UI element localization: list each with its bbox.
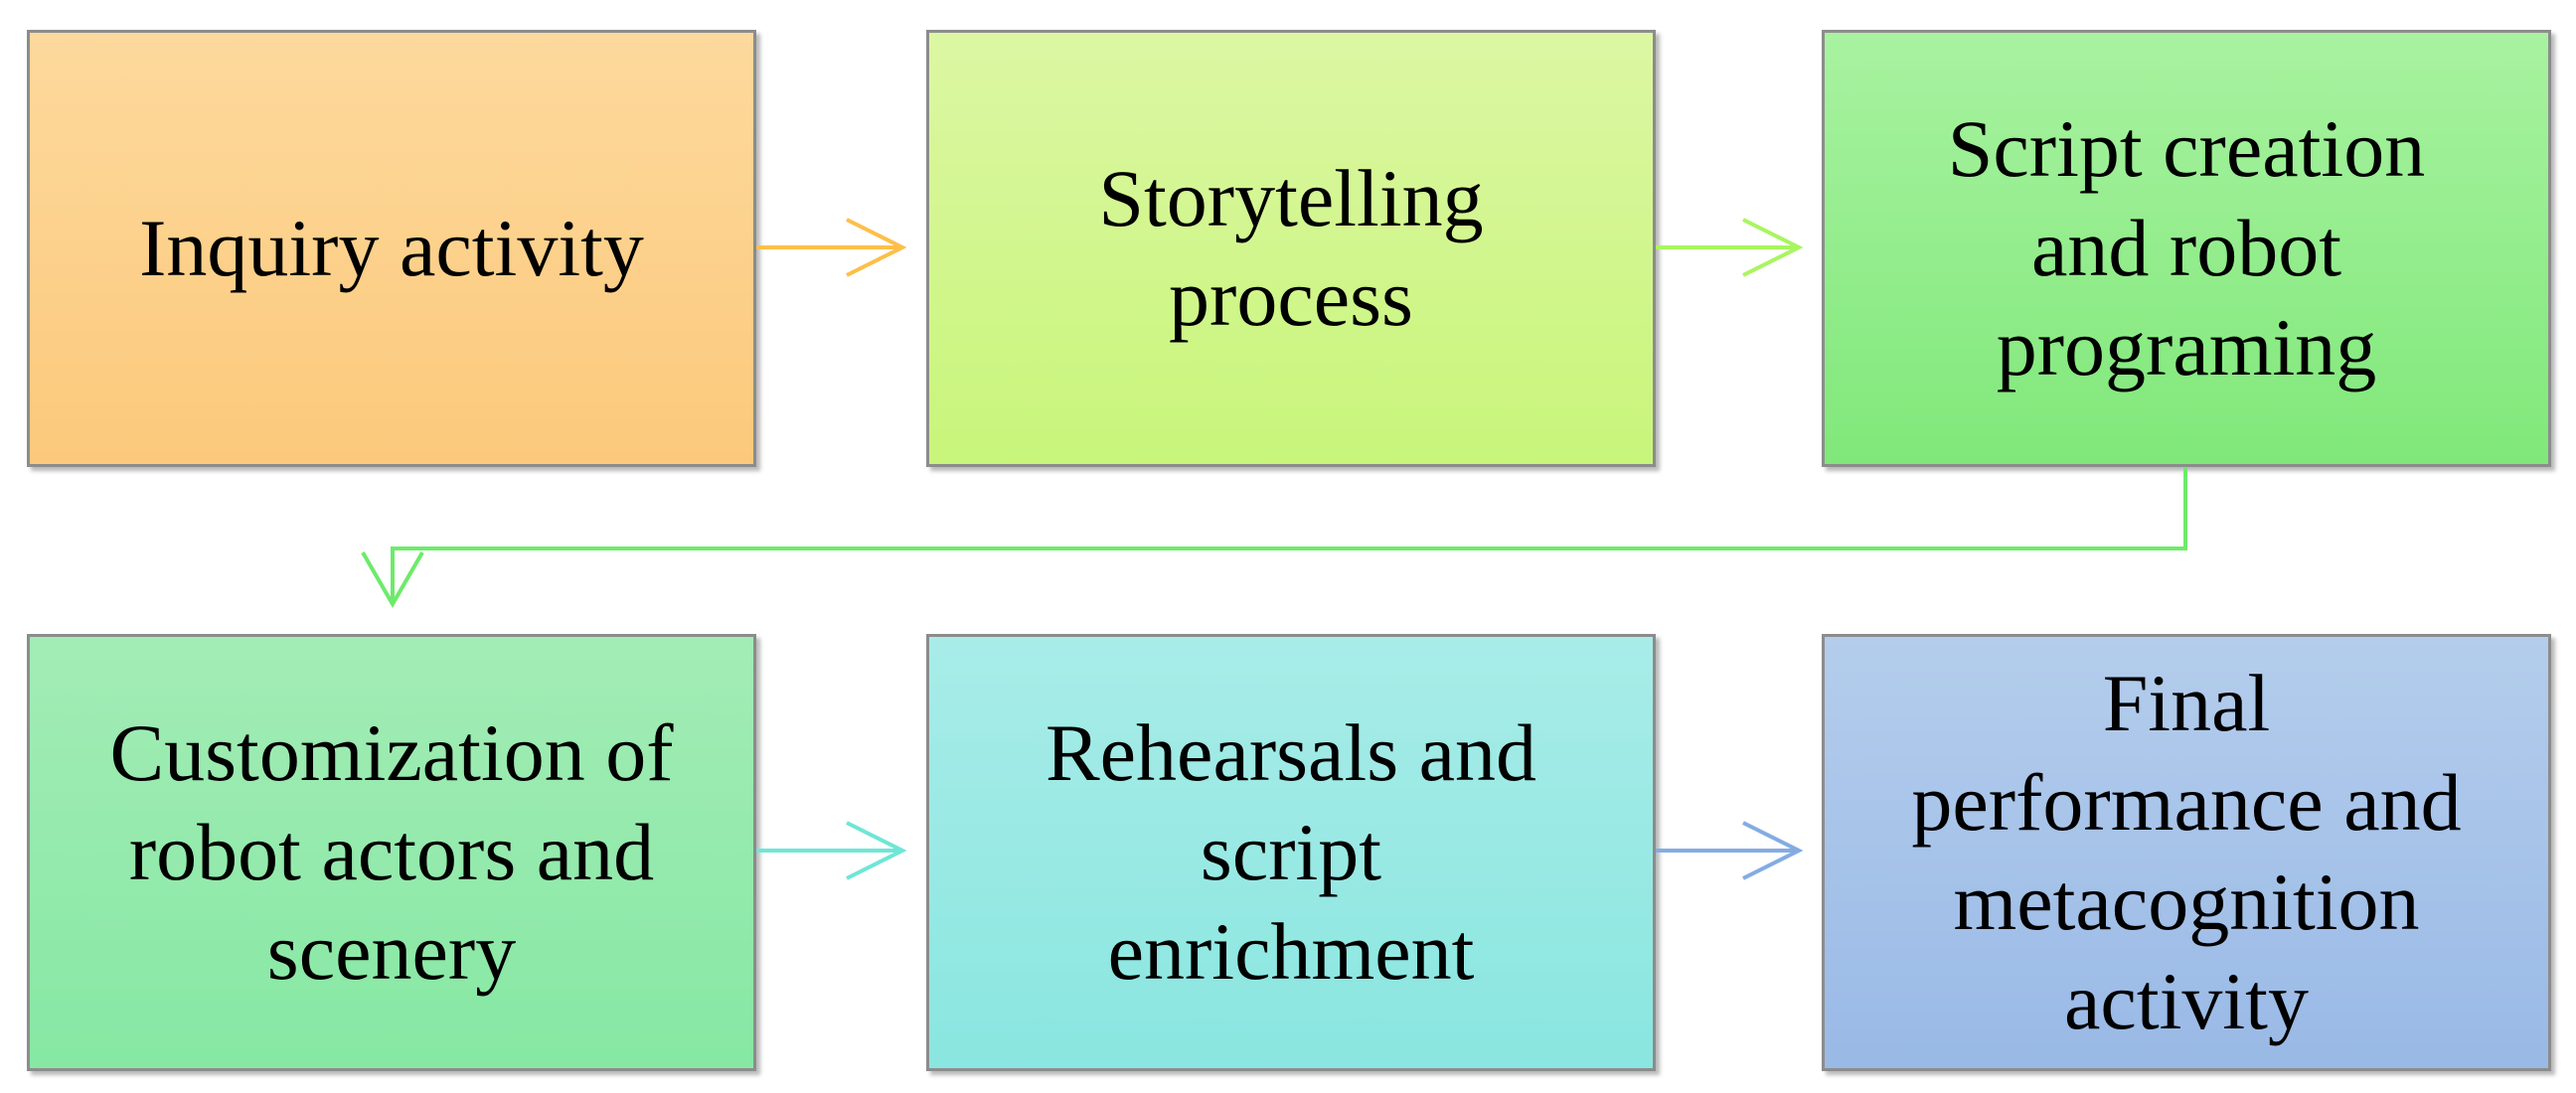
step-final-performance: Final performance and metacognition acti… [1822, 634, 2551, 1071]
step-label: Customization of robot actors and scener… [109, 707, 674, 997]
step-rehearsals: Rehearsals and script enrichment [926, 634, 1656, 1071]
step-customization: Customization of robot actors and scener… [27, 634, 756, 1071]
arrow-step2-to-step3 [1656, 218, 1804, 277]
arrow-step1-to-step2 [756, 218, 907, 277]
arrow-step3-to-step4 [361, 467, 2187, 609]
step-script-creation: Script creation and robot programing [1822, 30, 2551, 467]
step-label: Storytelling process [1098, 153, 1484, 343]
arrow-step4-to-step5 [756, 821, 907, 880]
arrow-step5-to-step6 [1656, 821, 1804, 880]
step-label: Inquiry activity [139, 203, 644, 293]
step-label: Rehearsals and script enrichment [1045, 707, 1537, 997]
step-inquiry-activity: Inquiry activity [27, 30, 756, 467]
step-storytelling-process: Storytelling process [926, 30, 1656, 467]
step-label: Final performance and metacognition acti… [1911, 658, 2462, 1046]
step-label: Script creation and robot programing [1947, 103, 2426, 392]
